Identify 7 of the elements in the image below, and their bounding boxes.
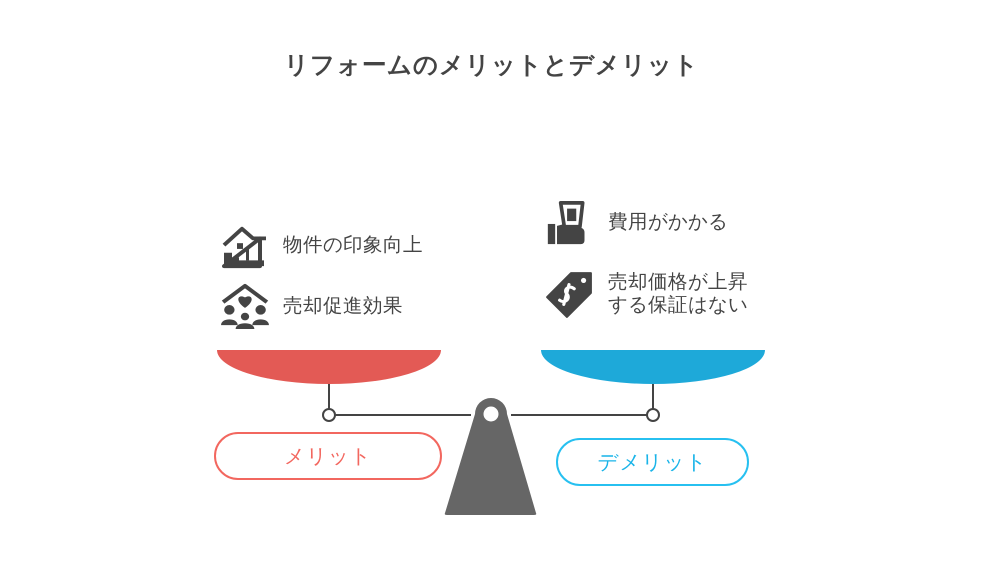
title: リフォームのメリットとデメリット — [284, 49, 699, 81]
demerit-item-text: 売却価格が上昇する保証はない — [608, 270, 749, 316]
merit-item-text: 売却促進効果 — [283, 294, 404, 317]
merit-item-text: 物件の印象向上 — [283, 233, 424, 256]
demerit-pill: デメリット — [556, 438, 749, 486]
demerit-item-text: 費用がかかる — [608, 210, 729, 233]
merit-pill: メリット — [214, 432, 442, 480]
